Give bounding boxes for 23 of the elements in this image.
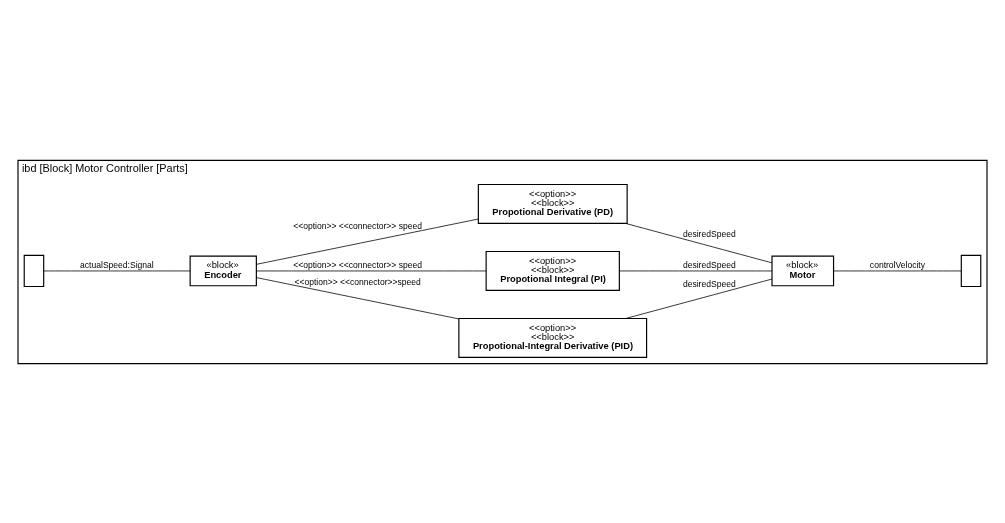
edge-label: <<option>> <<connector>> speed xyxy=(293,259,423,270)
edge-label: desiredSpeed xyxy=(682,259,736,270)
connector xyxy=(256,276,460,319)
node-box: <<option>> <<block>> Propotional Derivative (PD) xyxy=(477,183,628,224)
connector xyxy=(619,270,773,271)
node-box: <<option>> <<block>> Propotional-Integral Derivative (PID) xyxy=(458,317,648,358)
edge-label: <<option>> <<connector>>speed xyxy=(294,276,421,287)
edge-label: <<option>> <<connector>> speed xyxy=(293,220,423,231)
edge-label: actualSpeed:Signal xyxy=(80,259,154,270)
edge-label: desiredSpeed xyxy=(682,228,736,239)
connector xyxy=(256,270,487,271)
edge-label: controlVelocity xyxy=(869,259,925,270)
connector xyxy=(256,218,479,265)
connector xyxy=(833,270,962,271)
node-box xyxy=(960,254,982,287)
connector xyxy=(625,222,773,263)
node-box: «block» Encoder xyxy=(189,255,257,286)
connector xyxy=(625,278,773,319)
node-box xyxy=(23,254,45,287)
connector xyxy=(43,270,191,271)
edge-label: desiredSpeed xyxy=(682,278,736,289)
node-box: «block» Motor xyxy=(771,255,835,286)
node-box: <<option>> <<block>> Propotional Integral (PI) xyxy=(485,250,620,291)
